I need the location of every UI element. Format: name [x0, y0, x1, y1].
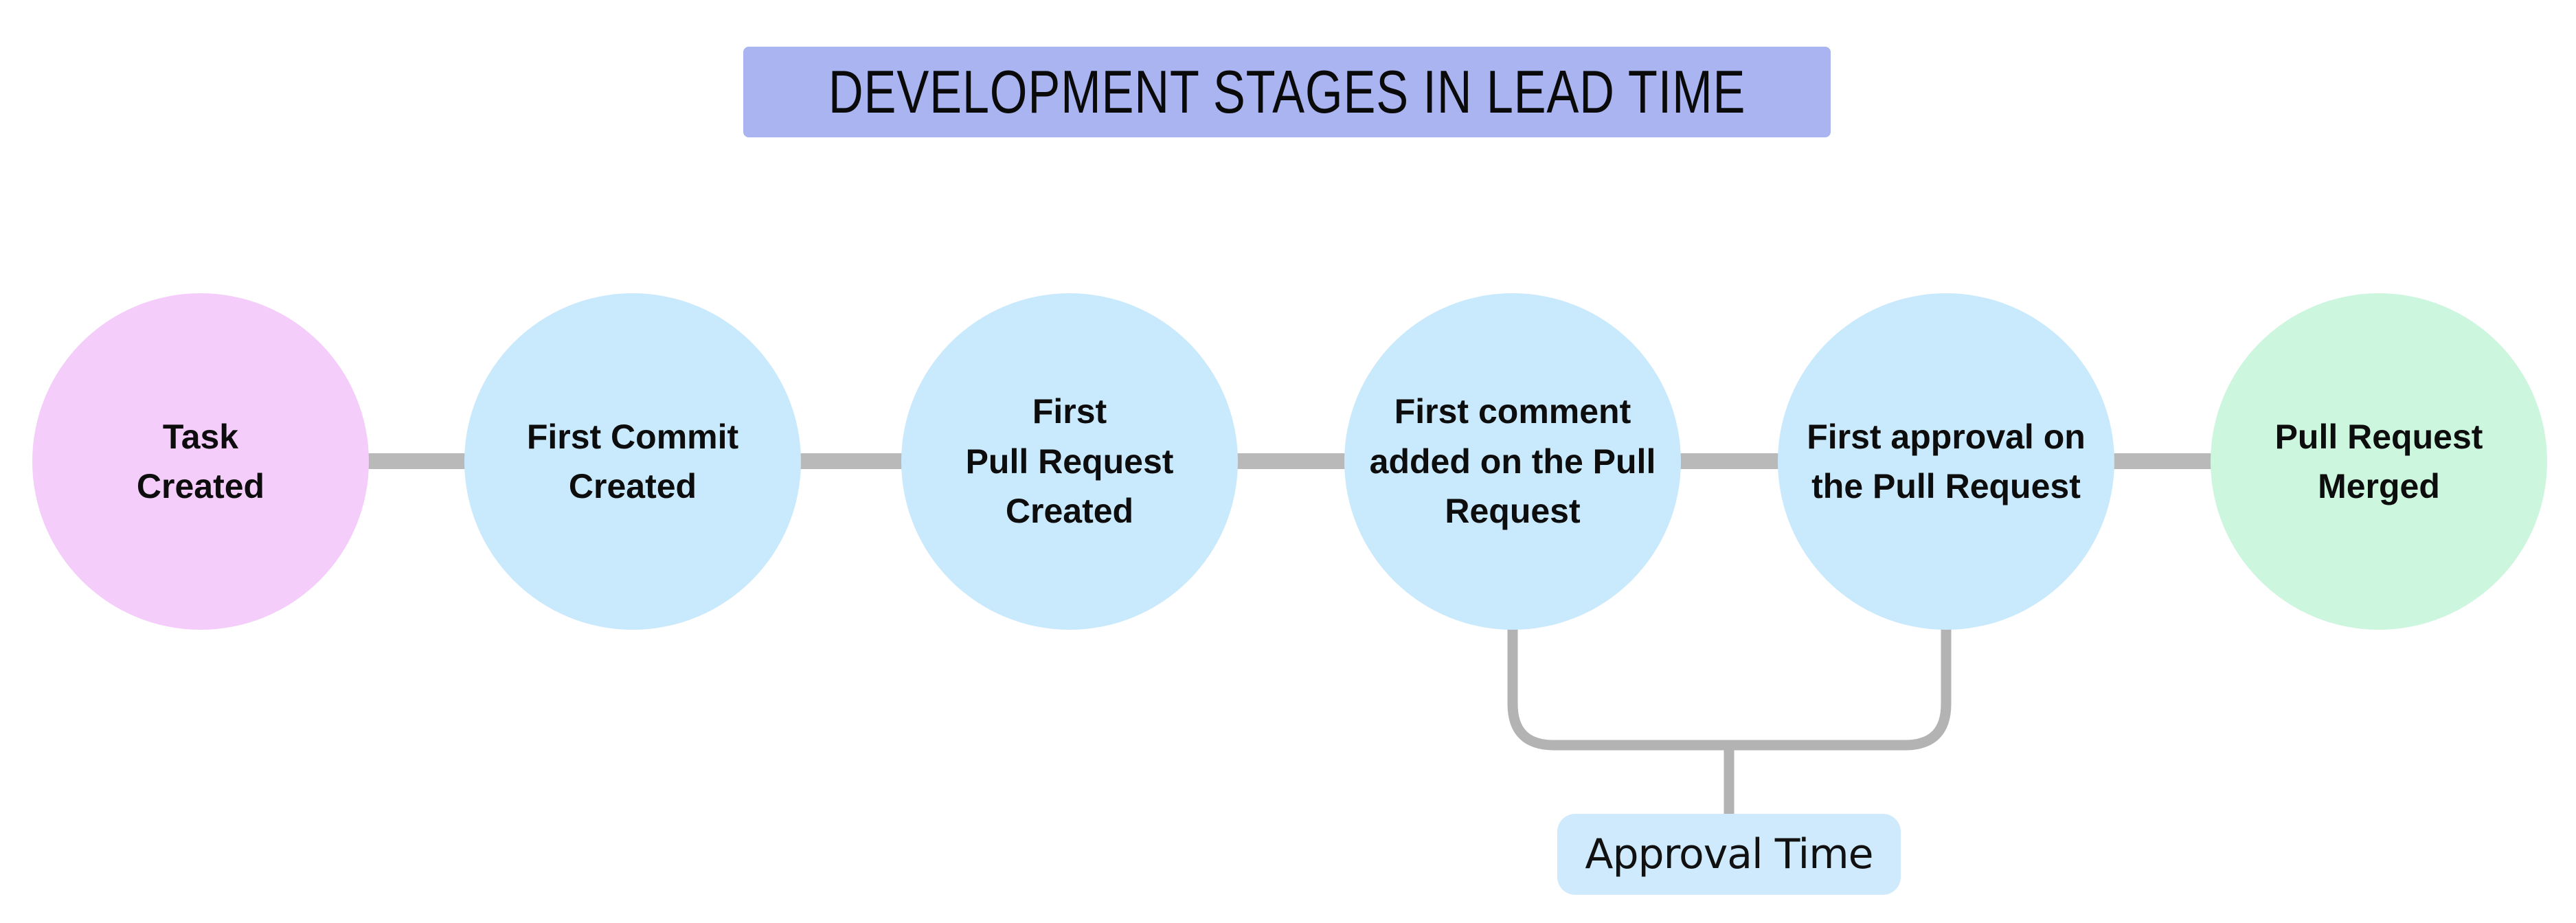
stage-circle-pull-request-merged: Pull Request Merged — [2211, 293, 2547, 630]
stage-circle-first-commit-created: First Commit Created — [464, 293, 801, 630]
approval-time-box: Approval Time — [1557, 814, 1901, 895]
stage-circle-first-approval: First approval on the Pull Request — [1778, 293, 2114, 630]
stage-label: First comment added on the Pull Request — [1369, 392, 1656, 531]
stage-label: First Commit Created — [526, 417, 739, 506]
stage-label: Task Created — [136, 417, 265, 506]
stage-circle-first-comment-added: First comment added on the Pull Request — [1344, 293, 1681, 630]
approval-time-label: Approval Time — [1585, 830, 1873, 878]
title-banner: DEVELOPMENT STAGES IN LEAD TIME — [743, 47, 1831, 137]
stage-circle-task-created: Task Created — [32, 293, 369, 630]
page-title: DEVELOPMENT STAGES IN LEAD TIME — [828, 58, 1746, 126]
stage-label: First Pull Request Created — [965, 392, 1174, 531]
bracket-curve — [1507, 618, 1952, 751]
stage-label: First approval on the Pull Request — [1807, 417, 2086, 506]
stage-label: Pull Request Merged — [2274, 417, 2483, 506]
stage-circle-first-pull-request-created: First Pull Request Created — [901, 293, 1238, 630]
